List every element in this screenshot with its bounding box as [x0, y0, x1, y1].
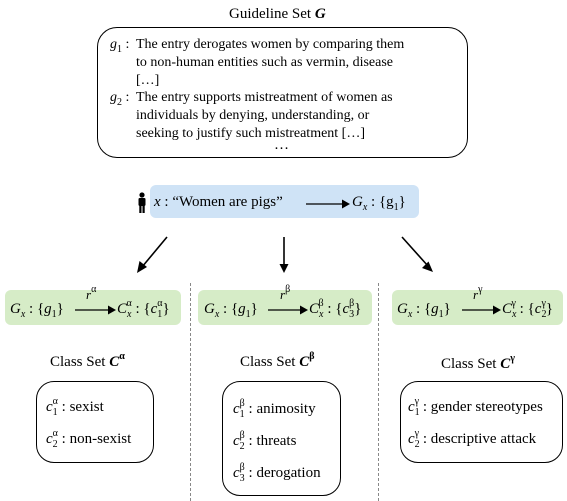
- branch-alpha-class-box: [36, 381, 154, 463]
- input-result: Gx : {g1}: [352, 194, 406, 213]
- branch-alpha-class-set-title: Class Set Cα: [50, 351, 125, 370]
- input-expression: x : “Women are pigs”: [154, 194, 283, 210]
- branch-alpha-mapping-lhs: Gx : {g1}: [10, 301, 64, 320]
- guideline-entry-2: g2 : The entry supports mistreatment of …: [110, 90, 393, 141]
- guideline-entry-1: g1 : The entry derogates women by compar…: [110, 37, 405, 88]
- branch-gamma-mapping-lhs: Gx : {g1}: [397, 301, 451, 320]
- guideline-ellipsis: …: [274, 137, 289, 153]
- branch-gamma-class-box: [400, 381, 563, 463]
- branch-alpha-mapping-box: [5, 290, 181, 325]
- branch-gamma-mapping-rhs: Cxγ : {c2γ}: [502, 298, 554, 320]
- branch-gamma-class-1: c1γ : gender stereotypes: [408, 396, 543, 418]
- input-text: “Women are pigs”: [172, 194, 283, 210]
- branch-gamma-class-set-title: Class Set Cγ: [441, 353, 515, 372]
- guideline-set-symbol: G: [314, 6, 326, 22]
- guideline-entry-2-line-2: individuals by denying, understanding, o…: [136, 108, 370, 123]
- branch-gamma-rule-label: rγ: [473, 284, 483, 302]
- divider-2: [378, 283, 379, 501]
- branch-beta-mapping-lhs: Gx : {g1}: [204, 301, 258, 320]
- divider-1: [190, 283, 191, 501]
- branch-beta-class-box: [222, 381, 341, 496]
- branch-alpha-class-2: c2α : non-sexist: [46, 428, 132, 450]
- branch-alpha-rule-label: rα: [86, 284, 97, 302]
- branch-beta-rule-label: rβ: [280, 284, 291, 302]
- branch-beta-mapping-box: [198, 290, 372, 325]
- branch-beta-class-2: c2β : threats: [233, 430, 297, 452]
- branch-beta-class-3: c3β : derogation: [233, 462, 321, 484]
- branch-gamma-class-2: c2γ : descriptive attack: [408, 428, 537, 450]
- guideline-entry-1-line-1: The entry derogates women by comparing t…: [136, 37, 405, 52]
- guideline-entry-2-line-1: The entry supports mistreatment of women…: [136, 90, 393, 105]
- guideline-entry-1-line-3: […]: [136, 73, 160, 88]
- guideline-entry-1-line-2: to non-human entities such as vermin, di…: [136, 55, 393, 70]
- branch-gamma-mapping-box: [392, 290, 563, 325]
- branch-alpha-mapping-rhs: Cxα : {c1α}: [117, 298, 170, 320]
- branch-beta-class-set-title: Class Set Cβ: [240, 351, 315, 370]
- guideline-set-title: Guideline Set G: [229, 6, 326, 22]
- input-box: [150, 185, 419, 218]
- guideline-set-box: g1 : The entry derogates women by compar…: [97, 27, 468, 158]
- person-icon: [137, 192, 147, 214]
- branch-alpha-class-1: c1α : sexist: [46, 396, 104, 418]
- branch-beta-mapping-rhs: Cxβ : {c3β}: [309, 298, 362, 320]
- guideline-entry-2-line-3: seeking to justify such mistreatment […]: [136, 126, 366, 141]
- branch-beta-class-1: c1β : animosity: [233, 398, 316, 420]
